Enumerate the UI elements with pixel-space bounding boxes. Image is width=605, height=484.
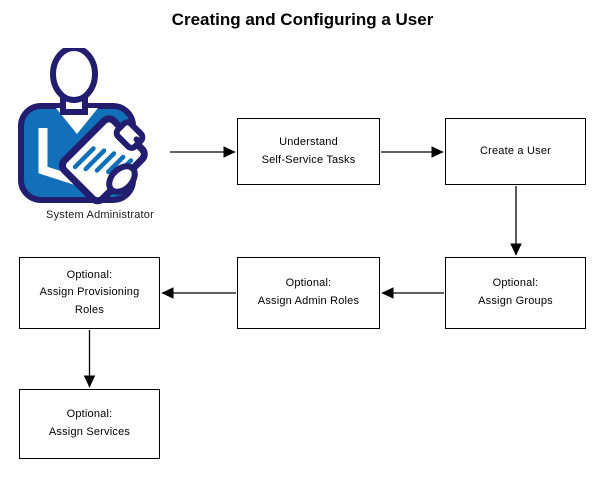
system-administrator-icon <box>18 48 148 205</box>
flow-box-understand-self-service-tasks: Understand Self-Service Tasks <box>237 118 380 185</box>
clipboard-shape <box>58 115 148 205</box>
clip-knob <box>133 136 140 143</box>
flow-box-optional-assign-admin-roles: Optional: Assign Admin Roles <box>237 257 380 329</box>
hand-shape <box>106 163 138 195</box>
system-administrator-label: System Administrator <box>46 209 154 221</box>
flow-box-optional-assign-provisioning-roles: Optional: Assign Provisioning Roles <box>19 257 160 329</box>
flow-box-create-a-user: Create a User <box>445 118 586 185</box>
flow-box-optional-assign-services: Optional: Assign Services <box>19 389 160 459</box>
head-shape <box>50 48 98 103</box>
diagram-title: Creating and Configuring a User <box>171 10 434 29</box>
flow-box-optional-assign-groups: Optional: Assign Groups <box>445 257 586 329</box>
